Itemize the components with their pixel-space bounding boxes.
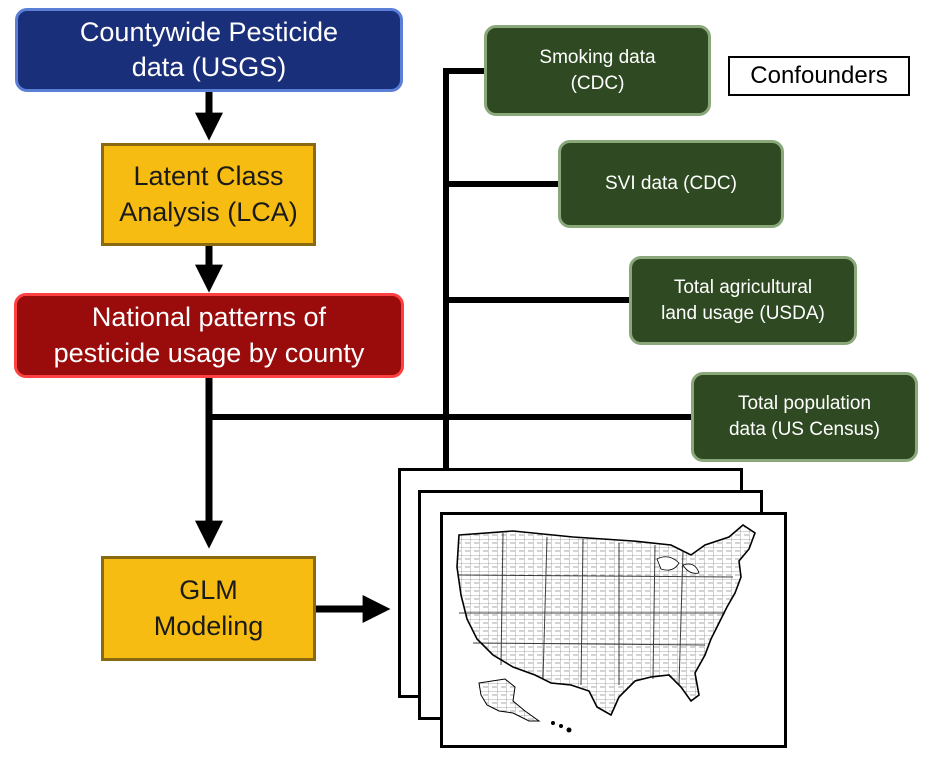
- us-county-map-icon: [456, 523, 756, 733]
- population-data-box: Total population data (US Census): [691, 372, 918, 462]
- usgs-data-box: Countywide Pesticide data (USGS): [15, 8, 403, 92]
- svi-data-box: SVI data (CDC): [558, 140, 784, 228]
- map-card-front: [440, 512, 787, 748]
- glm-modeling-box: GLM Modeling: [101, 556, 316, 661]
- agricultural-land-box: Total agricultural land usage (USDA): [629, 256, 857, 345]
- national-patterns-box: National patterns of pesticide usage by …: [14, 293, 404, 378]
- confounders-label: Confounders: [728, 56, 910, 96]
- smoking-data-box: Smoking data (CDC): [484, 25, 711, 116]
- lca-box: Latent Class Analysis (LCA): [101, 143, 316, 246]
